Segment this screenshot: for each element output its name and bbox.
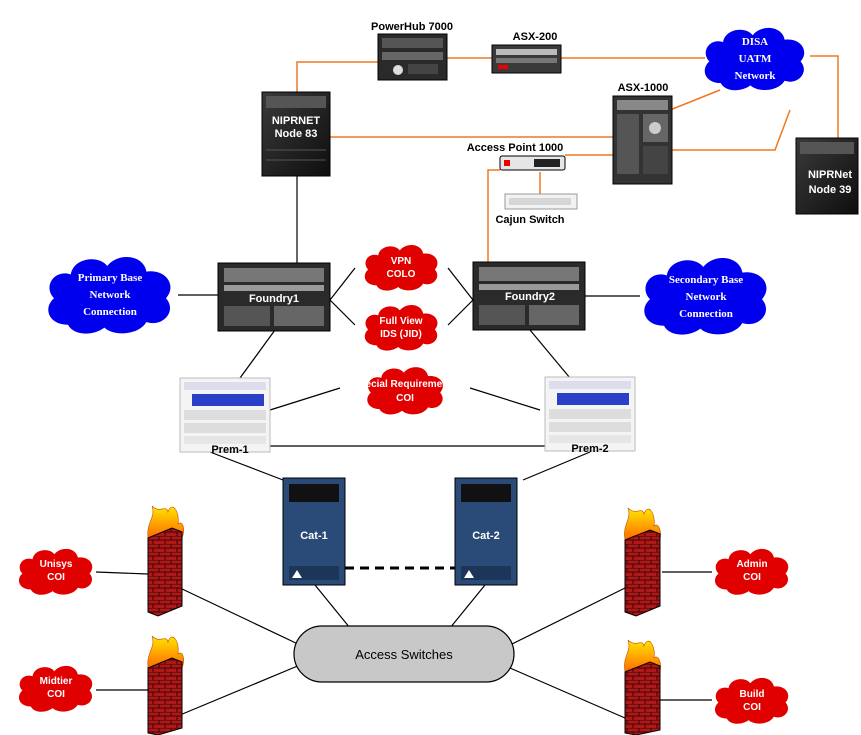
vpn-line1: VPN <box>391 256 412 267</box>
link-foundry1-vpn <box>329 267 356 301</box>
powerhub-label: PowerHub 7000 <box>371 21 453 33</box>
powerhub-7000[interactable]: PowerHub 7000 <box>371 21 453 81</box>
prem2-label: Prem-2 <box>571 443 608 455</box>
asx200-label: ASX-200 <box>513 31 558 43</box>
access-point-label: Access Point 1000 <box>467 142 564 154</box>
foundry2[interactable]: Foundry2 <box>472 261 586 331</box>
link-prem1-special <box>269 387 341 411</box>
prem-2[interactable]: Prem-2 <box>544 376 636 455</box>
disa-line2: UATM <box>739 53 772 65</box>
asx1000-label: ASX-1000 <box>618 82 669 94</box>
access-point-1000[interactable]: Access Point 1000 <box>467 142 566 171</box>
asx-200[interactable]: ASX-200 <box>491 31 562 74</box>
link-fullview-foundry2 <box>447 299 474 326</box>
firewall-midtier[interactable] <box>147 635 184 735</box>
secondary-line1: Secondary Base <box>669 274 743 286</box>
midtier-line1: Midtier <box>40 676 73 687</box>
secondary-line2: Network <box>686 291 728 303</box>
link-special-prem2 <box>469 387 541 411</box>
firewall-admin[interactable] <box>624 507 661 617</box>
admin-line1: Admin <box>736 559 767 570</box>
firewall-build[interactable] <box>624 639 661 735</box>
cloud-unisys-coi[interactable]: Unisys COI <box>18 548 93 595</box>
cajun-label: Cajun Switch <box>495 214 564 226</box>
link-fw1-access <box>179 587 301 646</box>
unisys-line2: COI <box>47 572 65 583</box>
node39-line2: Node 39 <box>809 184 852 196</box>
asx-1000[interactable]: ASX-1000 <box>612 82 673 185</box>
lan-links <box>95 175 712 719</box>
foundry1[interactable]: Foundry1 <box>217 262 331 332</box>
cloud-build-coi[interactable]: Build COI <box>714 677 789 724</box>
niprnet-node-83[interactable]: NIPRNET Node 83 <box>261 91 331 177</box>
link-foundry2-prem2 <box>529 329 571 379</box>
node39-line1: NIPRNet <box>808 169 852 181</box>
prem-1[interactable]: Prem-1 <box>179 377 271 456</box>
cat1-label: Cat-1 <box>300 530 328 542</box>
cloud-admin-coi[interactable]: Admin COI <box>714 548 789 595</box>
link-disa-node39 <box>810 55 839 140</box>
prem1-label: Prem-1 <box>211 444 248 456</box>
cloud-special-requirements[interactable]: Special Requirements COI <box>353 367 458 415</box>
link-foundry1-fullview <box>329 299 356 326</box>
link-vpn-foundry2 <box>447 267 474 301</box>
admin-line2: COI <box>743 572 761 583</box>
special-line2: COI <box>396 393 414 404</box>
primary-line1: Primary Base <box>78 272 143 284</box>
cloud-secondary-base[interactable]: Secondary Base Network Connection <box>644 258 767 335</box>
special-line1: Special Requirements <box>353 379 458 390</box>
link-fw4-access <box>509 667 626 719</box>
node83-line1: NIPRNET <box>272 115 321 127</box>
cat-1[interactable]: Cat-1 <box>282 477 346 586</box>
link-fw2-access <box>179 664 301 716</box>
foundry1-label: Foundry1 <box>249 293 299 305</box>
wan-links <box>296 55 839 262</box>
link-cat2-access <box>449 584 486 629</box>
link-asx1000-disa <box>664 89 721 113</box>
cloud-primary-base[interactable]: Primary Base Network Connection <box>48 257 171 334</box>
cloud-disa-uatm[interactable]: DISA UATM Network <box>704 27 805 91</box>
disa-line3: Network <box>735 70 777 82</box>
link-asx1000-disa-b <box>672 109 791 151</box>
link-ap-foundry2 <box>487 169 500 262</box>
cloud-full-view-ids[interactable]: Full View IDS (JID) <box>364 304 438 351</box>
link-unisys-fw1 <box>95 571 149 575</box>
foundry2-label: Foundry2 <box>505 291 555 303</box>
link-prem1-cat1 <box>209 451 284 481</box>
secondary-line3: Connection <box>679 308 733 320</box>
link-node83-powerhub <box>296 61 378 95</box>
link-prem2-cat2 <box>522 451 591 481</box>
disa-line1: DISA <box>742 36 768 48</box>
cat2-label: Cat-2 <box>472 530 500 542</box>
unisys-line1: Unisys <box>40 559 73 570</box>
cloud-vpn-colo[interactable]: VPN COLO <box>364 244 438 291</box>
firewall-unisys[interactable] <box>147 505 184 617</box>
link-fw3-access <box>509 587 626 646</box>
niprnet-node-39[interactable]: NIPRNet Node 39 <box>795 137 859 215</box>
node83-line2: Node 83 <box>275 128 318 140</box>
fullview-line2: IDS (JID) <box>380 329 422 340</box>
build-line2: COI <box>743 702 761 713</box>
cat-2[interactable]: Cat-2 <box>454 477 518 586</box>
fullview-line1: Full View <box>379 316 422 327</box>
vpn-line2: COLO <box>387 269 416 280</box>
primary-line2: Network <box>90 289 132 301</box>
build-line1: Build <box>740 689 765 700</box>
access-switches-label: Access Switches <box>355 647 453 662</box>
cloud-midtier-coi[interactable]: Midtier COI <box>18 665 93 712</box>
access-switches[interactable]: Access Switches <box>293 625 515 683</box>
midtier-line2: COI <box>47 689 65 700</box>
link-foundry1-prem1 <box>239 329 276 379</box>
primary-line3: Connection <box>83 306 137 318</box>
link-cat1-access <box>314 584 351 629</box>
cajun-switch[interactable]: Cajun Switch <box>495 193 578 226</box>
